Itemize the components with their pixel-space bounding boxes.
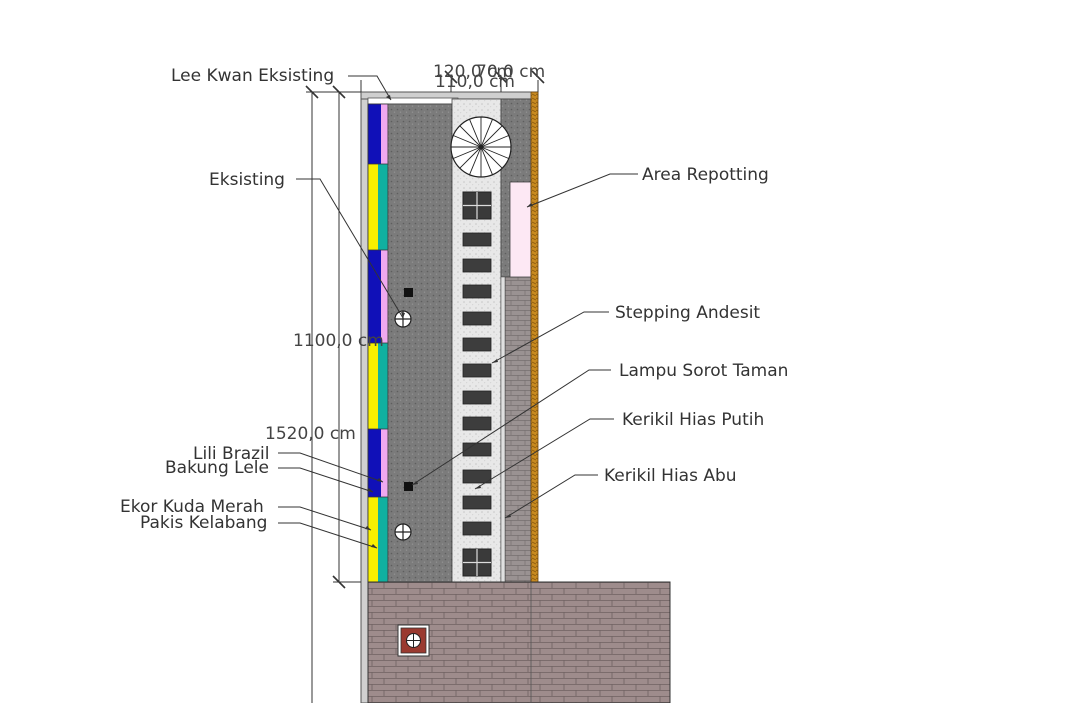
stepping-stone (462, 390, 492, 405)
label-bakung: Bakung Lele (165, 458, 269, 478)
leader-lines (278, 75, 638, 549)
bed-blue-1 (368, 104, 381, 164)
bed-blue-3 (368, 429, 381, 497)
label-pakis: Pakis Kelabang (140, 513, 268, 533)
stepping-stone-grid (462, 548, 492, 577)
bed-pink-3 (381, 429, 388, 497)
bed-teal-3 (378, 497, 388, 582)
stepping-stone (462, 495, 492, 510)
leader-arrows (365, 95, 533, 548)
bed-yellow-3 (368, 497, 378, 582)
stepping-stone (462, 416, 492, 431)
dim-top-c: 110,0 cm (435, 72, 515, 92)
round-tree-icon (450, 116, 512, 178)
label-stepping: Stepping Andesit (615, 303, 761, 323)
stepping-stones (462, 191, 492, 577)
stepping-stone (462, 258, 492, 273)
label-eksisting: Eksisting (209, 170, 285, 190)
stepping-stone (462, 232, 492, 247)
grey-gravel-area (387, 103, 453, 583)
area-repotting-box (509, 181, 532, 278)
label-ekor-kuda: Ekor Kuda Merah (120, 497, 264, 517)
bed-teal-1 (378, 164, 388, 250)
stepping-stone (462, 469, 492, 484)
bed-pink-1 (381, 104, 388, 164)
boundary-wall (360, 91, 369, 703)
spotlight-icon (404, 288, 413, 491)
stepping-stone (462, 363, 492, 378)
dim-1520: 1520,0 cm (265, 424, 356, 444)
label-area-repotting: Area Repotting (642, 165, 769, 185)
bed-blue-2 (368, 250, 381, 343)
lee-kwan-existing (367, 97, 459, 105)
label-lee-kwan: Lee Kwan Eksisting (171, 66, 335, 86)
bed-pink-2 (381, 250, 388, 343)
drain-icon (397, 624, 430, 657)
dimension-lines (305, 70, 545, 703)
dim-1100: 1100,0 cm (293, 331, 384, 351)
stepping-stone (462, 311, 492, 326)
bed-yellow-1 (368, 164, 378, 250)
label-lampu: Lampu Sorot Taman (619, 361, 789, 381)
bed-teal-2 (378, 343, 388, 429)
label-kerikil-abu: Kerikil Hias Abu (604, 466, 737, 486)
label-kerikil-putih: Kerikil Hias Putih (622, 410, 765, 430)
stepping-stone (462, 284, 492, 299)
wooden-edge (530, 91, 539, 583)
label-lili: Lili Brazil (193, 444, 270, 464)
stepping-stone (462, 337, 492, 352)
stepping-stone (462, 521, 492, 536)
existing-lamp-icon (394, 310, 412, 541)
kerikil-abu-strip (504, 276, 532, 583)
bed-yellow-2 (368, 343, 378, 429)
dim-top-b: 70,0 cm (476, 62, 546, 82)
dim-top-a: 120,0 cm (433, 62, 513, 82)
stepping-stone-grid (462, 191, 492, 220)
